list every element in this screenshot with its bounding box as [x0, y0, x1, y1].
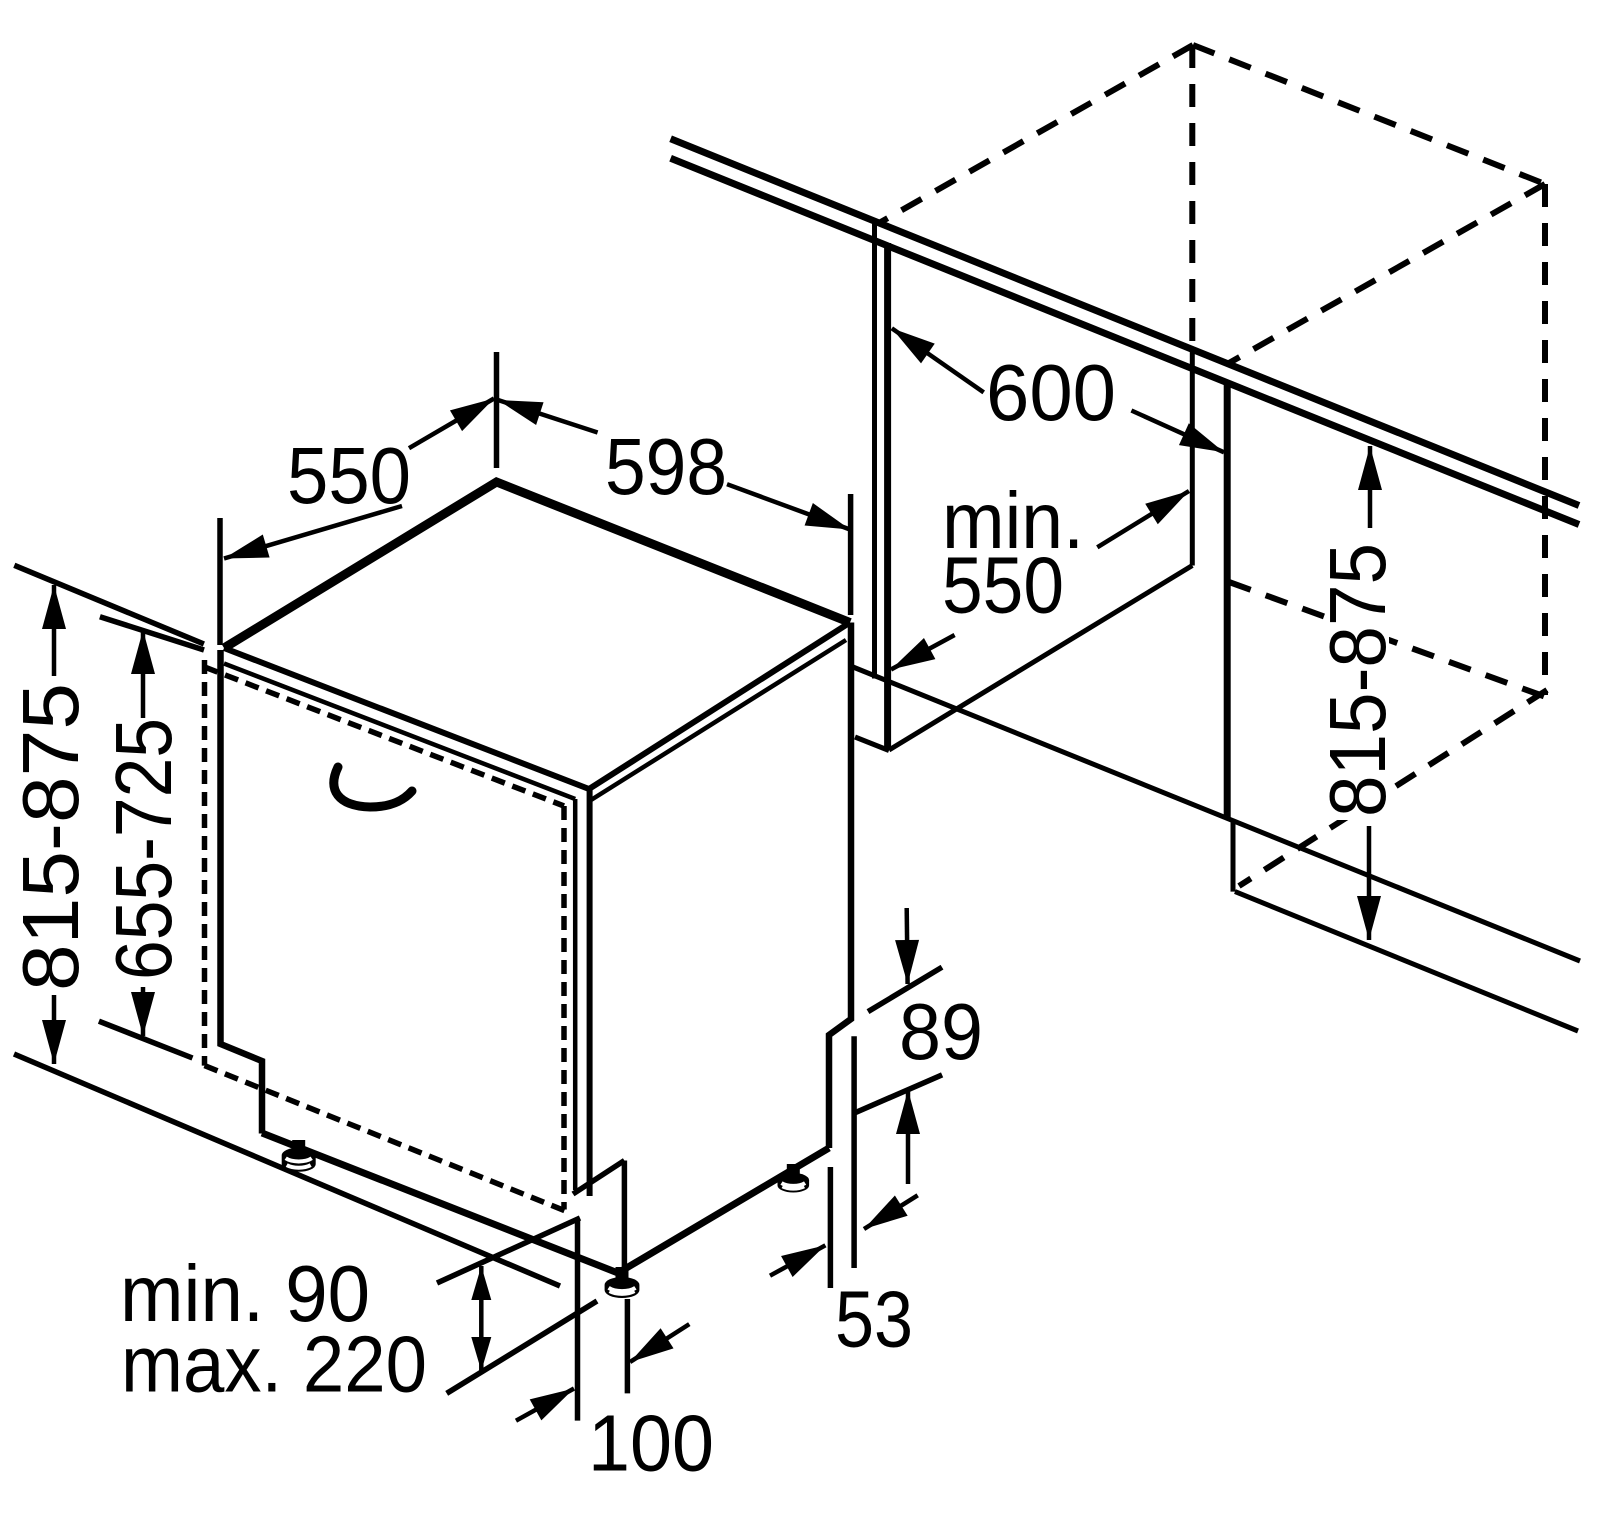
svg-text:815-875: 815-875	[6, 683, 95, 991]
svg-text:89: 89	[899, 987, 983, 1076]
svg-text:min.: min.	[942, 476, 1084, 565]
svg-text:598: 598	[605, 422, 727, 511]
svg-text:100: 100	[588, 1399, 714, 1488]
svg-text:815-875: 815-875	[1313, 543, 1402, 817]
svg-text:53: 53	[835, 1275, 913, 1364]
svg-text:550: 550	[287, 431, 411, 520]
svg-text:600: 600	[986, 348, 1116, 437]
svg-text:max. 220: max. 220	[121, 1320, 427, 1409]
svg-text:550: 550	[942, 541, 1064, 630]
svg-text:min. 90: min. 90	[120, 1249, 370, 1338]
svg-text:655-725: 655-725	[99, 718, 188, 980]
